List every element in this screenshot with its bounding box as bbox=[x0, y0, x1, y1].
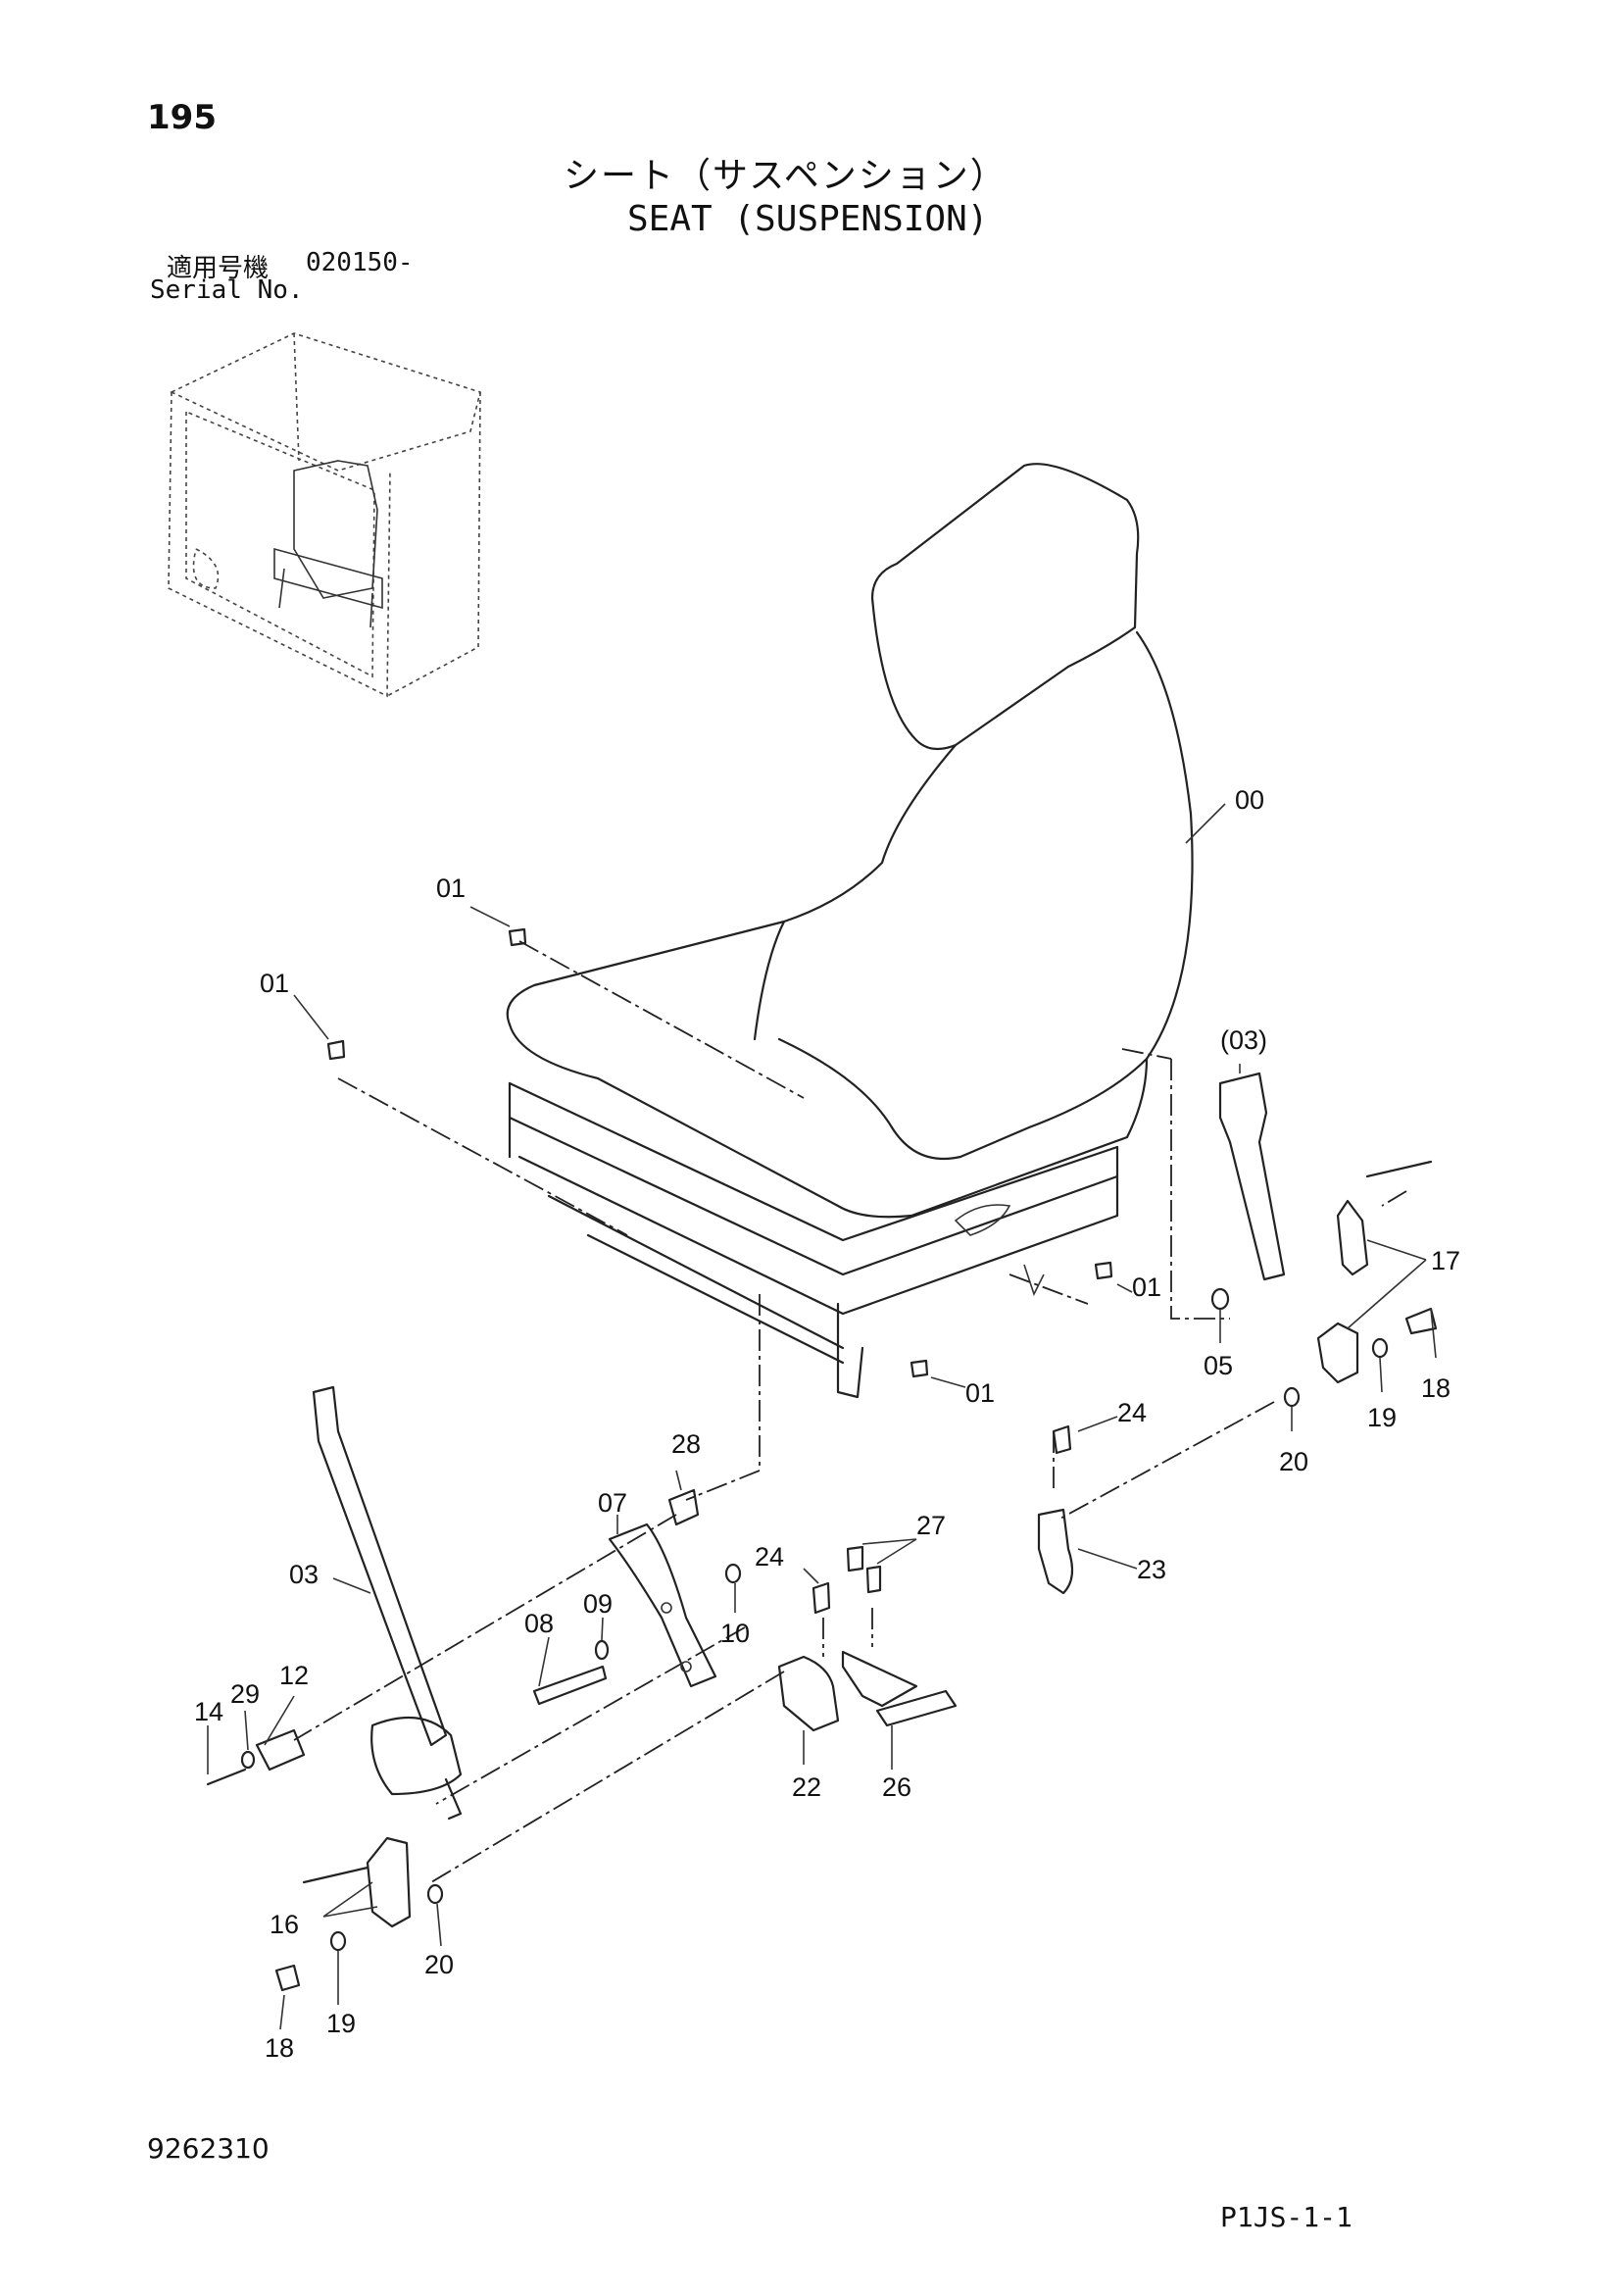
callout-19: 19 bbox=[1367, 1403, 1397, 1432]
callout-08: 08 bbox=[524, 1609, 554, 1638]
leader-lines bbox=[207, 803, 1437, 2030]
title-japanese: シート（サスペンション） bbox=[564, 156, 1008, 196]
serial-label-japanese: 適用号機 bbox=[167, 254, 270, 283]
callout-20: 20 bbox=[424, 1950, 454, 1979]
callout-01: 01 bbox=[1132, 1273, 1161, 1302]
serial-value: 020150- bbox=[306, 248, 414, 277]
callout-14: 14 bbox=[194, 1697, 223, 1726]
callout-05: 05 bbox=[1204, 1351, 1233, 1380]
callout-29: 29 bbox=[230, 1679, 260, 1709]
belt-right-03 bbox=[1218, 1072, 1286, 1281]
callout-09: 09 bbox=[583, 1589, 613, 1619]
callout-20: 20 bbox=[1279, 1447, 1308, 1476]
callout-12: 12 bbox=[279, 1661, 309, 1690]
callout-01: 01 bbox=[260, 969, 289, 998]
callout-03: 03 bbox=[289, 1560, 319, 1589]
seat-belt bbox=[312, 1385, 463, 1821]
callout-27: 27 bbox=[916, 1511, 946, 1540]
callouts: 00 01 01 01 01 (03) 03 05 07 08 09 10 12… bbox=[194, 785, 1460, 2063]
seat-assembly bbox=[506, 463, 1194, 1399]
callout-17: 17 bbox=[1431, 1246, 1460, 1275]
callout-23: 23 bbox=[1137, 1555, 1166, 1584]
callout-07: 07 bbox=[598, 1488, 627, 1518]
callout-03-ref: (03) bbox=[1220, 1025, 1267, 1055]
serial-label-english: Serial No. bbox=[150, 275, 304, 305]
brackets bbox=[206, 927, 1438, 1992]
page-code: P1JS-1-1 bbox=[1220, 2201, 1352, 2233]
callout-18: 18 bbox=[265, 2033, 294, 2063]
callout-26: 26 bbox=[882, 1772, 911, 1802]
callout-01: 01 bbox=[965, 1378, 995, 1408]
callout-01: 01 bbox=[436, 873, 466, 903]
callout-24: 24 bbox=[755, 1542, 784, 1572]
callout-28: 28 bbox=[671, 1429, 701, 1459]
document-number: 9262310 bbox=[147, 2132, 270, 2165]
page-number: 195 bbox=[147, 98, 217, 137]
title-english: SEAT (SUSPENSION) bbox=[627, 199, 989, 239]
callout-22: 22 bbox=[792, 1772, 821, 1802]
callout-19: 19 bbox=[326, 2009, 356, 2038]
assembly-lines bbox=[293, 940, 1407, 1883]
callout-24: 24 bbox=[1117, 1398, 1147, 1427]
callout-10: 10 bbox=[720, 1619, 750, 1648]
cab-location-inset bbox=[168, 332, 481, 698]
callout-16: 16 bbox=[270, 1910, 299, 1939]
callout-18: 18 bbox=[1421, 1373, 1451, 1403]
callout-00: 00 bbox=[1235, 785, 1264, 815]
